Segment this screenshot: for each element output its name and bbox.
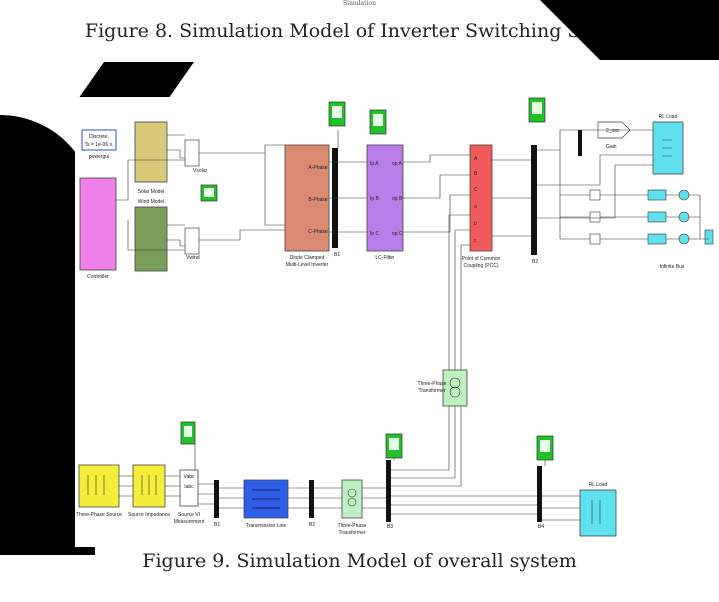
svg-text:Wind Model: Wind Model xyxy=(138,199,164,205)
svg-text:A-Phase: A-Phase xyxy=(308,165,327,171)
svg-text:B4: B4 xyxy=(538,524,544,530)
stray-text: Simulation xyxy=(343,0,376,7)
svg-text:Vwind: Vwind xyxy=(186,255,200,261)
svg-text:Transmission Line: Transmission Line xyxy=(246,523,287,529)
powergui-block: Discrete, Ts = 1e-06 s. powergui xyxy=(81,129,117,160)
figure-8-caption: Figure 8. Simulation Model of Inverter S… xyxy=(84,20,635,42)
svg-text:op C: op C xyxy=(392,231,403,237)
infinite-bus xyxy=(647,189,714,245)
svg-text:Source Impedance: Source Impedance xyxy=(128,512,170,518)
svg-text:Source VI: Source VI xyxy=(178,512,200,518)
svg-text:C: C xyxy=(474,187,478,193)
bus-b1-bottom xyxy=(214,480,219,518)
figure-9-caption: Figure 9. Simulation Model of overall sy… xyxy=(142,550,577,572)
svg-text:Measurement: Measurement xyxy=(174,519,205,525)
svg-text:Three-Phase: Three-Phase xyxy=(338,523,367,529)
lc-filter-block: Ip A Ip B Ip C op A op B op C LC-Filter xyxy=(366,144,404,261)
svg-text:Ip C: Ip C xyxy=(370,231,380,237)
svg-text:op A: op A xyxy=(392,161,403,167)
svg-text:Diode Clamped: Diode Clamped xyxy=(290,255,325,261)
svg-text:B: B xyxy=(474,171,478,177)
pcc-block: A B C a b c Point of Common Coupling (PCC) xyxy=(462,144,501,269)
rl-load-bottom: RL Load xyxy=(579,482,617,537)
three-phase-source: Three-Phase Source xyxy=(76,464,122,518)
svg-text:B3: B3 xyxy=(387,524,393,530)
svg-text:A: A xyxy=(474,156,478,162)
svg-text:Three-Phase: Three-Phase xyxy=(418,381,447,387)
transmission-line: Transmission Line xyxy=(243,479,289,529)
svg-text:Vsolar: Vsolar xyxy=(193,168,208,174)
svg-text:Transformer: Transformer xyxy=(418,388,445,394)
svg-text:Ip B: Ip B xyxy=(370,196,380,202)
svg-text:Gain: Gain xyxy=(606,144,617,150)
bus-b2-bottom xyxy=(309,480,314,518)
svg-text:powergui: powergui xyxy=(89,154,109,160)
svg-text:RL Load: RL Load xyxy=(589,482,608,488)
svg-text:Multi-Level Inverter: Multi-Level Inverter xyxy=(286,262,329,268)
svg-text:Discrete,: Discrete, xyxy=(89,134,109,140)
svg-text:Vabc: Vabc xyxy=(183,474,195,480)
svg-text:op B: op B xyxy=(392,196,403,202)
svg-text:Solar Model: Solar Model xyxy=(138,189,165,195)
svg-text:Transformer: Transformer xyxy=(338,530,365,536)
svg-text:Three-Phase Source: Three-Phase Source xyxy=(76,512,122,518)
controller-block: Controller xyxy=(79,177,117,280)
bus-b4 xyxy=(537,466,542,522)
svg-text:B2: B2 xyxy=(532,259,538,265)
svg-text:Ip A: Ip A xyxy=(370,161,379,167)
svg-text:Iabc: Iabc xyxy=(184,484,194,490)
solar-model-block: Solar Model xyxy=(134,121,168,195)
svg-text:B1: B1 xyxy=(214,522,220,528)
wind-model-block: Wind Model xyxy=(134,199,168,272)
svg-text:Point of Common: Point of Common xyxy=(462,256,501,262)
svg-text:b: b xyxy=(474,221,477,227)
svg-text:LC-Filter: LC-Filter xyxy=(375,255,395,261)
bus-b3 xyxy=(386,460,391,522)
svg-text:Controller: Controller xyxy=(87,274,109,280)
svg-text:Infinite Bus: Infinite Bus xyxy=(660,264,685,270)
transformer-bottom: Three-Phase Transformer xyxy=(338,479,367,536)
svg-text:B1: B1 xyxy=(334,252,340,258)
svg-text:c: c xyxy=(474,238,477,244)
svg-text:a: a xyxy=(474,204,477,210)
svg-text:B2: B2 xyxy=(309,522,315,528)
svg-text:Ts = 1e-06 s.: Ts = 1e-06 s. xyxy=(85,142,114,148)
inverter-block: A-Phase B-Phase C-Phase Diode Clamped Mu… xyxy=(284,144,330,268)
bus-b2-top xyxy=(531,145,537,255)
source-measurement: Vabc Iabc Source VI Measurement xyxy=(174,469,205,525)
svg-text:B-Phase: B-Phase xyxy=(308,197,327,203)
svg-text:RL Load: RL Load xyxy=(659,114,678,120)
svg-text:2_osc: 2_osc xyxy=(606,128,620,134)
svg-text:Coupling (PCC): Coupling (PCC) xyxy=(463,263,498,269)
svg-text:C-Phase: C-Phase xyxy=(308,229,328,235)
rl-load-top: RL Load xyxy=(652,114,684,175)
